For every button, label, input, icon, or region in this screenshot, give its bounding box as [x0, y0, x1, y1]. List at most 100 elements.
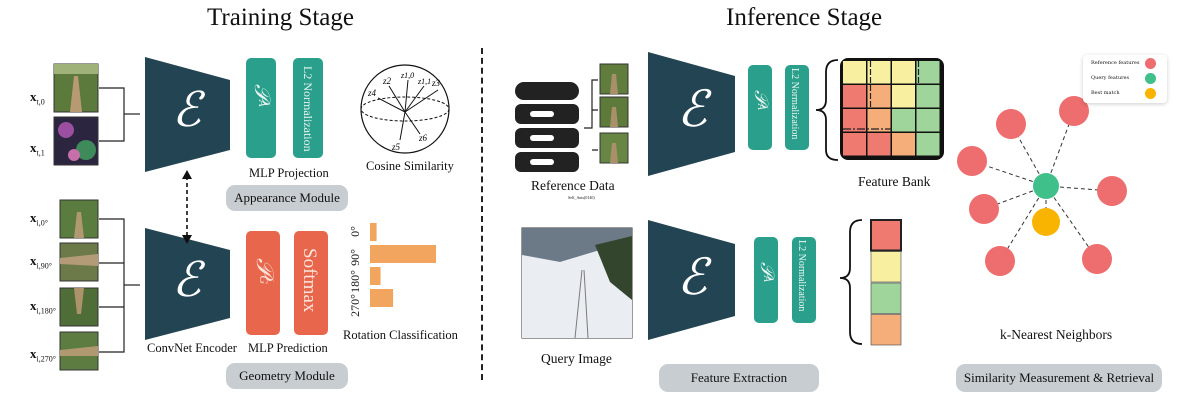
sphere-label-z2: z2	[382, 76, 392, 86]
prediction-symbol: 𝒫G	[251, 258, 277, 284]
legend-query-label: Query features	[1091, 75, 1130, 81]
feature-bank-cell	[892, 133, 915, 156]
query-feature-cell	[870, 314, 902, 346]
trail-image-i90	[59, 242, 99, 282]
legend-reference-label: Reference features	[1091, 60, 1140, 66]
mlp-prediction-label: MLP Prediction	[248, 341, 328, 355]
knn-label: k-Nearest Neighbors	[1000, 327, 1113, 342]
feature-bank-label: Feature Bank	[858, 174, 931, 189]
feature-bank-cell	[867, 85, 891, 108]
feature-bank-grid	[840, 58, 944, 160]
feature-bank-cell	[892, 109, 915, 132]
legend-best-label: Best match	[1091, 90, 1120, 96]
feature-bank-cell	[916, 61, 940, 84]
stage-divider	[481, 48, 483, 380]
rotation-classification-label: Rotation Classification	[343, 328, 458, 342]
input-label-x-t0: xt,0	[30, 89, 45, 107]
feature-bank-cell	[843, 61, 866, 84]
reference-feature-node	[969, 194, 999, 224]
rotation-tick-0: 0°	[348, 226, 362, 237]
sphere-label-z3: z3	[431, 78, 441, 88]
encoder-top-shape	[145, 57, 230, 172]
projection-symbol-query: 𝒫A	[756, 262, 777, 282]
l2-block-ref	[785, 65, 809, 150]
appearance-module-badge: Appearance Module	[226, 185, 348, 211]
sphere-label-z5: z5	[391, 142, 401, 152]
projection-symbol-train: 𝒫A	[250, 84, 275, 107]
reference-feature-node	[1082, 244, 1112, 274]
rotation-bar-270°	[370, 289, 394, 307]
feature-bank-cell	[916, 109, 940, 132]
query-feature-cell	[870, 219, 902, 252]
prediction-block	[246, 231, 280, 335]
encoder-symbol-query: ℰ	[677, 248, 708, 306]
encoder-query-shape	[648, 220, 735, 340]
reference-feature-node	[996, 109, 1026, 139]
best-match-node	[1032, 208, 1060, 236]
l2-block-query	[792, 237, 816, 323]
feature-bank-cell	[916, 133, 940, 156]
input-label-x-i180: xi,180°	[30, 298, 56, 316]
bottom-input-bracket	[99, 218, 125, 353]
feature-bank-cell	[892, 61, 915, 84]
knn-graph	[957, 96, 1127, 276]
rotation-bar-90°	[370, 245, 436, 263]
cosine-sphere: z2 z1,0 z1,1 z3 z4 z5 z6	[360, 64, 450, 154]
sphere-label-z11: z1,1	[417, 77, 431, 86]
rotation-bar-180°	[370, 267, 381, 285]
feature-bank-cell	[843, 133, 866, 156]
legend-reference-dot	[1145, 58, 1156, 69]
l2-label-ref: L2 Normalization	[789, 68, 800, 140]
sphere-label-z6: z6	[418, 133, 428, 143]
trail-image-i270	[59, 331, 99, 371]
inference-stage-title: Inference Stage	[726, 4, 883, 31]
query-feature-cell	[870, 282, 902, 314]
feature-bank-cell	[867, 133, 891, 156]
rotation-tick-180: 180°	[348, 270, 362, 293]
query-feature-column	[870, 219, 902, 346]
trail-image-i180	[59, 287, 99, 327]
feature-bank-cell	[916, 85, 940, 108]
reference-thumb-1	[599, 63, 629, 95]
rotation-tick-column: 0° 90° 180° 270°	[348, 222, 364, 317]
query-image	[521, 227, 633, 339]
query-feature-node	[1033, 173, 1059, 199]
feature-bank-cell	[843, 109, 866, 132]
sphere-label-z4: z4	[367, 88, 377, 98]
feature-extraction-badge: Feature Extraction	[659, 364, 819, 392]
geometry-module-badge: Geometry Module	[226, 363, 348, 389]
softmax-block	[294, 231, 328, 335]
legend-best-dot	[1145, 88, 1156, 99]
rotation-bars	[370, 223, 436, 307]
reference-feature-node	[1059, 96, 1089, 126]
trail-image-t0	[53, 63, 99, 113]
input-label-x-i90: xi,90°	[30, 253, 52, 271]
sphere-label-z10: z1,0	[400, 71, 414, 80]
encoder-bottom-shape	[145, 228, 230, 340]
feature-bank-cell	[892, 85, 915, 108]
trail-image-t1	[53, 116, 99, 166]
knn-legend: Reference features Query features Best m…	[1083, 55, 1167, 103]
feature-bank-cell	[843, 85, 866, 108]
feature-bank-cell	[867, 61, 891, 84]
reference-feature-node	[1097, 176, 1127, 206]
reference-data-caption: Self_Ants(0140)	[568, 195, 595, 200]
input-label-x-t1: xt,1	[30, 140, 45, 158]
softmax-label: Softmax	[299, 248, 320, 313]
projection-symbol-ref: 𝒫A	[750, 90, 771, 110]
training-stage-title: Training Stage	[207, 4, 354, 31]
projection-block-query	[754, 237, 778, 323]
query-feature-brace	[839, 219, 863, 345]
cosine-similarity-label: Cosine Similarity	[366, 159, 454, 173]
projection-block-ref	[748, 65, 772, 150]
reference-thumb-2	[599, 96, 629, 128]
l2-block-train	[293, 58, 323, 158]
query-feature-cell	[870, 251, 902, 283]
rotation-tick-90: 90°	[348, 249, 362, 266]
input-label-x-i270: xi,270°	[30, 346, 56, 364]
encoder-reference-shape	[648, 52, 735, 176]
query-image-label: Query Image	[541, 351, 612, 366]
encoder-symbol-bottom: ℰ	[172, 252, 202, 308]
mlp-projection-label: MLP Projection	[249, 166, 329, 180]
l2-label-train: L2 Normalization	[301, 66, 315, 152]
